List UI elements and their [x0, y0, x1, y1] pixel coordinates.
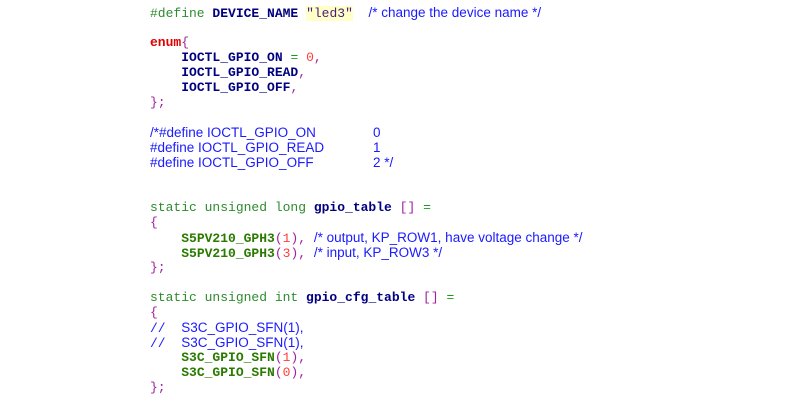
code-line: enum{ — [150, 35, 583, 50]
code-token: }; — [150, 380, 166, 395]
code-token: "led3" — [306, 6, 353, 21]
code-line: { — [150, 305, 583, 320]
code-token: ( — [274, 231, 283, 246]
code-line: #define IOCTL_GPIO_OFF 2 */ — [150, 155, 583, 170]
code-token: gpio_cfg_table — [306, 290, 416, 305]
code-token: DEVICE_NAME — [212, 6, 299, 21]
code-token: enum — [150, 35, 182, 50]
code-token: /* change the device name */ — [368, 5, 542, 20]
code-editor[interactable]: #define DEVICE_NAME "led3" /* change the… — [150, 5, 583, 395]
code-line: }; — [150, 260, 583, 275]
code-line: }; — [150, 95, 583, 110]
code-token: /*#define IOCTL_GPIO_ON — [150, 125, 316, 140]
code-token: ( — [274, 246, 283, 261]
code-token: static unsigned long — [150, 200, 314, 215]
code-token: ( — [274, 350, 283, 365]
code-token: ( — [274, 365, 283, 380]
code-token: ), — [290, 231, 314, 246]
code-token: S3C_GPIO_SFN(1), — [181, 335, 304, 350]
code-token: #define IOCTL_GPIO_READ — [150, 140, 325, 155]
code-token: S5PV210_GPH3 — [181, 231, 275, 246]
code-token: IOCTL_GPIO_READ — [181, 65, 299, 80]
code-line: S5PV210_GPH3(3), /* input, KP_ROW3 */ — [150, 245, 583, 261]
code-token: = — [423, 200, 431, 215]
code-line: /*#define IOCTL_GPIO_ON 0 — [150, 125, 583, 140]
code-line — [150, 275, 583, 290]
code-token — [150, 80, 181, 95]
code-token: , — [290, 80, 299, 95]
code-token: 3 — [282, 246, 291, 261]
code-token — [150, 365, 181, 380]
code-line: { — [150, 215, 583, 230]
code-token: gpio_table — [313, 200, 392, 215]
code-token: { — [181, 35, 190, 50]
code-line — [150, 110, 583, 125]
code-line — [150, 20, 583, 35]
code-token: #define IOCTL_GPIO_OFF — [150, 155, 314, 170]
code-token: 1 — [373, 140, 381, 155]
code-token — [150, 65, 181, 80]
code-token — [298, 50, 306, 65]
code-line: S3C_GPIO_SFN(1), — [150, 350, 583, 365]
code-token: /* output, KP_ROW1, have voltage change … — [313, 230, 583, 245]
code-token: 1 — [282, 350, 291, 365]
code-line: // S3C_GPIO_SFN(1), — [150, 335, 583, 351]
code-token — [353, 6, 369, 21]
code-line: S3C_GPIO_SFN(0), — [150, 365, 583, 380]
code-line — [150, 170, 583, 185]
code-token: ), — [290, 350, 307, 365]
code-token: 1 — [282, 231, 291, 246]
code-line: static unsigned int gpio_cfg_table [] = — [150, 290, 583, 305]
code-line: IOCTL_GPIO_READ, — [150, 65, 583, 80]
code-token: S3C_GPIO_SFN — [181, 350, 275, 365]
code-token: { — [150, 305, 158, 320]
code-token — [298, 6, 306, 21]
code-token: , — [313, 50, 322, 65]
code-token: S3C_GPIO_SFN — [181, 365, 275, 380]
code-token — [150, 231, 181, 246]
code-line: IOCTL_GPIO_OFF, — [150, 80, 583, 95]
code-token: static unsigned int — [150, 290, 307, 305]
code-token: 0 — [282, 365, 291, 380]
code-token: // — [150, 336, 182, 351]
code-line: S5PV210_GPH3(1), /* output, KP_ROW1, hav… — [150, 230, 583, 246]
code-token: S3C_GPIO_SFN(1), — [181, 320, 304, 335]
code-token — [150, 246, 181, 261]
code-token — [150, 50, 181, 65]
code-token: // — [150, 321, 182, 336]
code-token: [] — [415, 290, 447, 305]
code-token: , — [298, 65, 307, 80]
code-line: // S3C_GPIO_SFN(1), — [150, 320, 583, 336]
code-token: IOCTL_GPIO_OFF — [181, 80, 291, 95]
code-token: S5PV210_GPH3 — [181, 246, 275, 261]
code-line: #define DEVICE_NAME "led3" /* change the… — [150, 5, 583, 21]
code-token: [] — [391, 200, 424, 215]
code-token: ), — [290, 246, 314, 261]
code-token: IOCTL_GPIO_ON — [181, 50, 283, 65]
code-token: = — [290, 50, 299, 65]
code-token: }; — [150, 260, 166, 275]
code-token: = — [446, 290, 455, 305]
code-token: 0 — [306, 50, 314, 65]
code-token — [150, 350, 181, 365]
code-token: ), — [290, 365, 307, 380]
code-token: 2 */ — [373, 155, 394, 170]
code-token: 0 — [373, 125, 381, 140]
code-token: }; — [150, 95, 166, 110]
code-token: { — [150, 215, 158, 230]
code-token: /* input, KP_ROW3 */ — [313, 245, 443, 260]
code-line: }; — [150, 380, 583, 395]
code-line: static unsigned long gpio_table [] = — [150, 200, 583, 215]
code-line — [150, 185, 583, 200]
code-token: #define — [150, 6, 213, 21]
code-line: #define IOCTL_GPIO_READ 1 — [150, 140, 583, 155]
code-line: IOCTL_GPIO_ON = 0, — [150, 50, 583, 65]
